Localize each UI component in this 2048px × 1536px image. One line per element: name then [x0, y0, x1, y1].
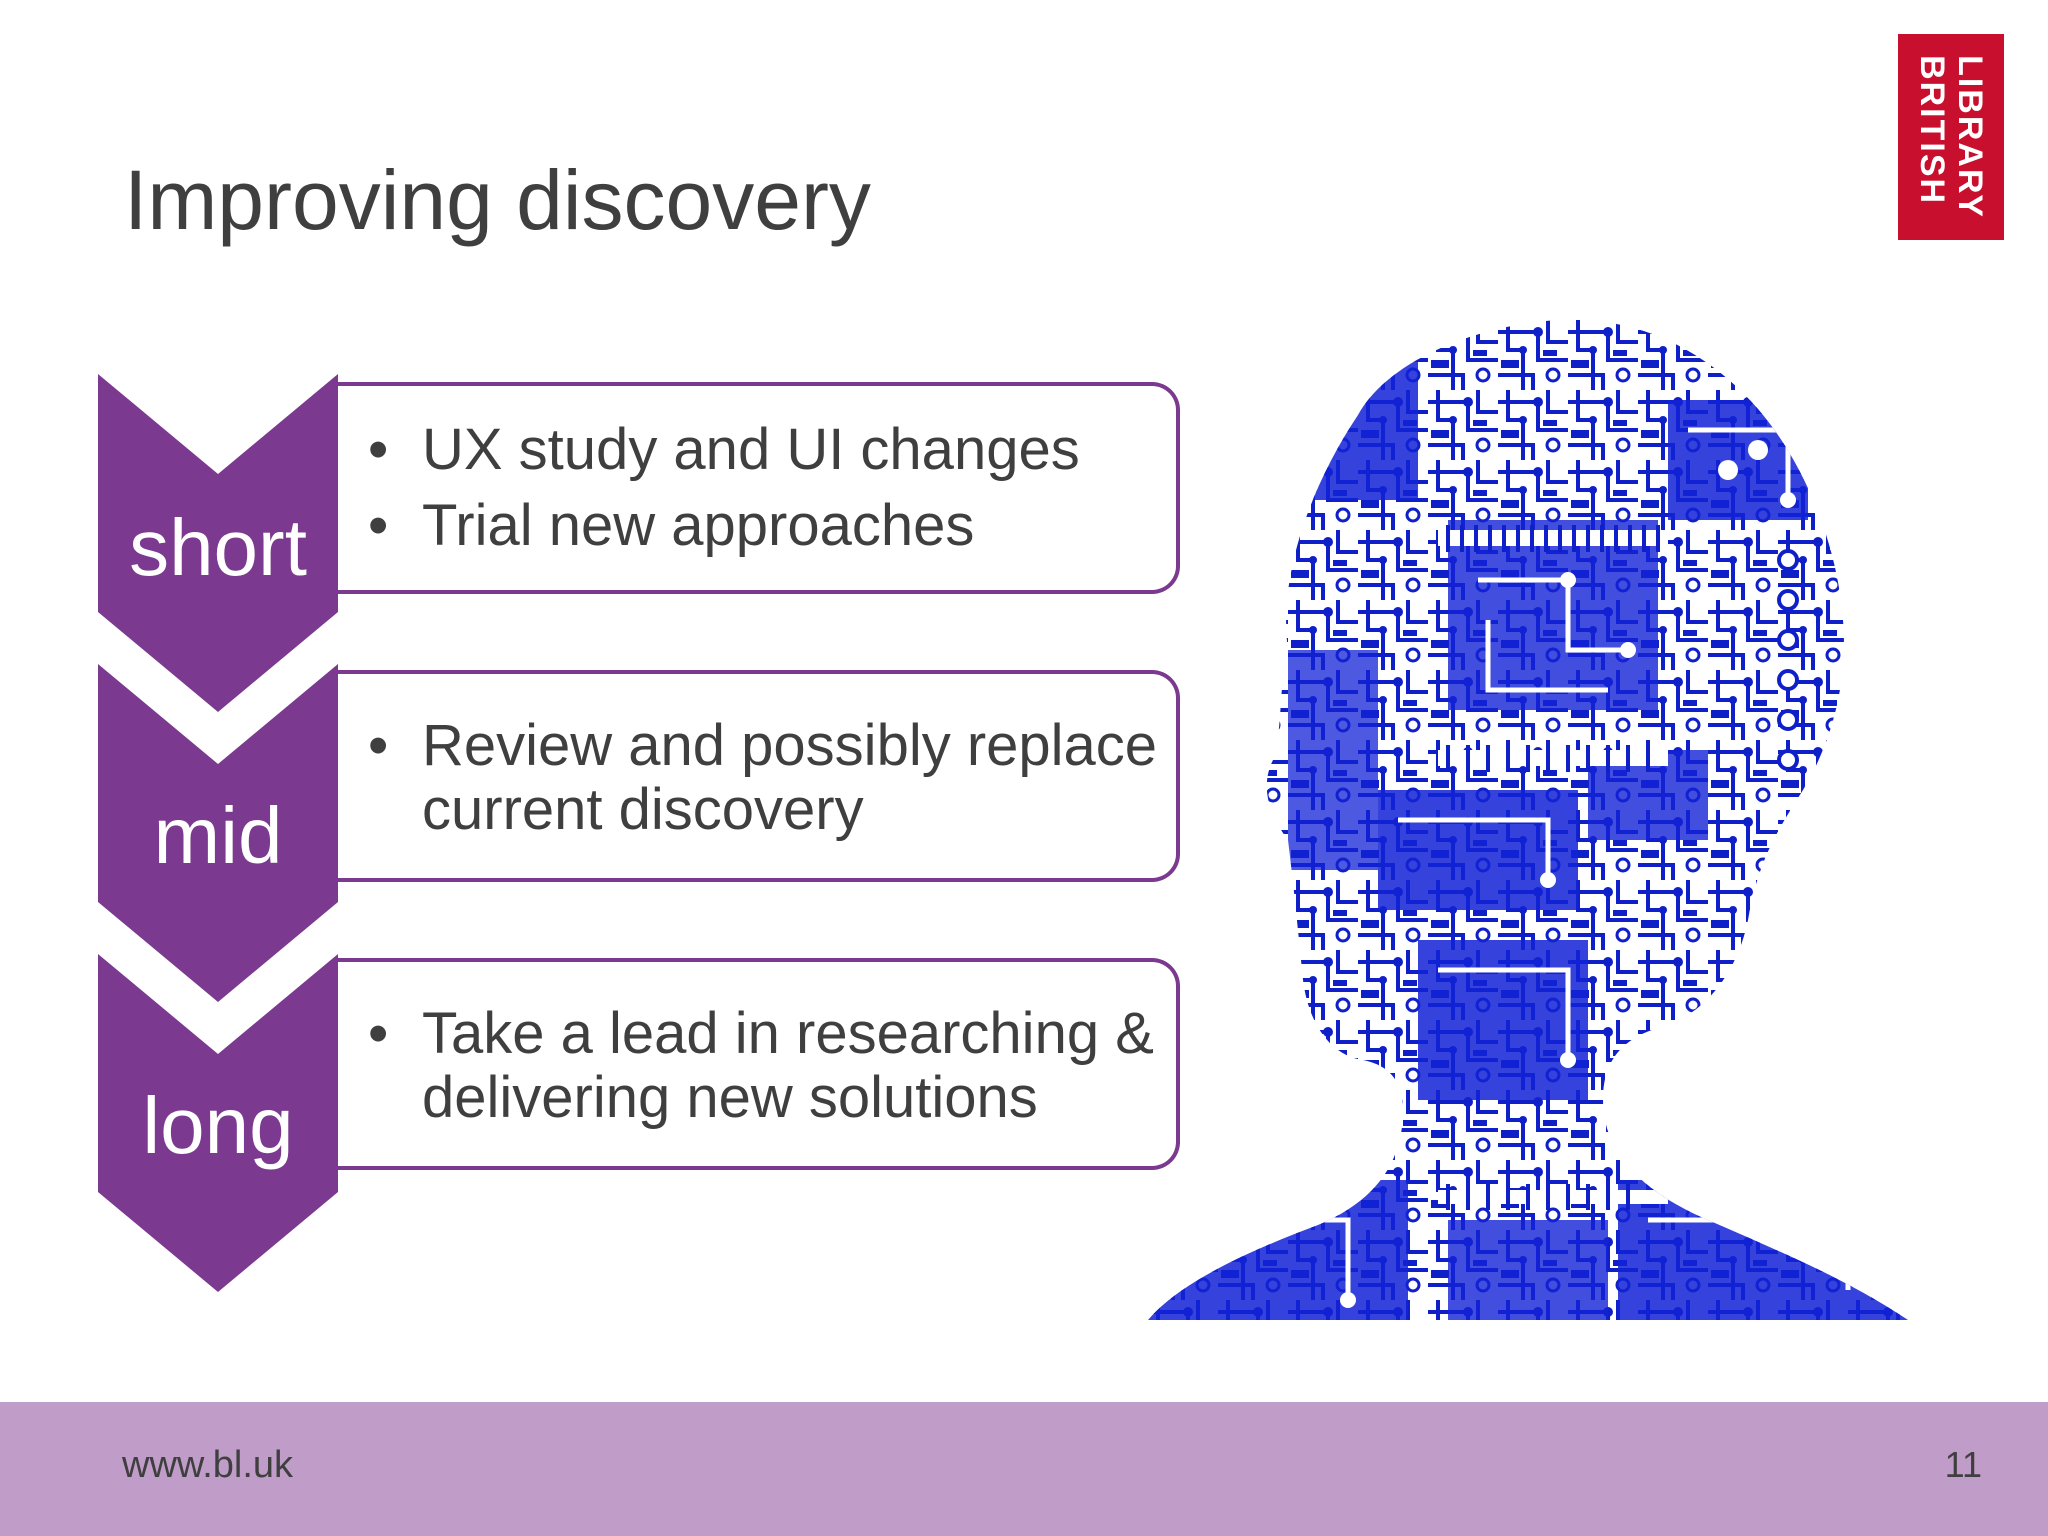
chevron-mid-icon [98, 664, 338, 1002]
bullet-item: UX study and UI changes [368, 418, 1166, 483]
stage-label-long: long [142, 1081, 294, 1170]
footer-band: www.bl.uk 11 [0, 1402, 2048, 1536]
page-number: 11 [1944, 1444, 1982, 1485]
bullet-item: Trial new approaches [368, 494, 1166, 559]
logo-line-1: LIBRARY [1951, 55, 1989, 219]
stage-label-short: short [129, 503, 307, 592]
footer-url[interactable]: www.bl.uk [122, 1444, 294, 1486]
logo-line-2: BRITISH [1913, 55, 1951, 206]
british-library-logo: LIBRARY BRITISH [1898, 34, 2004, 240]
circuit-head-image [1148, 320, 1908, 1320]
slide-title: Improving discovery [124, 153, 871, 247]
stage-box-short: UX study and UI changes Trial new approa… [338, 382, 1180, 594]
stage-label-mid: mid [153, 791, 283, 880]
stage-box-mid: Review and possibly replace current disc… [338, 670, 1180, 882]
stage-box-long: Take a lead in researching & delivering … [338, 958, 1180, 1170]
chevron-short-icon [98, 374, 338, 712]
bullet-item: Take a lead in researching & delivering … [368, 1002, 1166, 1130]
bullet-item: Review and possibly replace current disc… [368, 714, 1166, 842]
chevron-long-icon [98, 954, 338, 1292]
